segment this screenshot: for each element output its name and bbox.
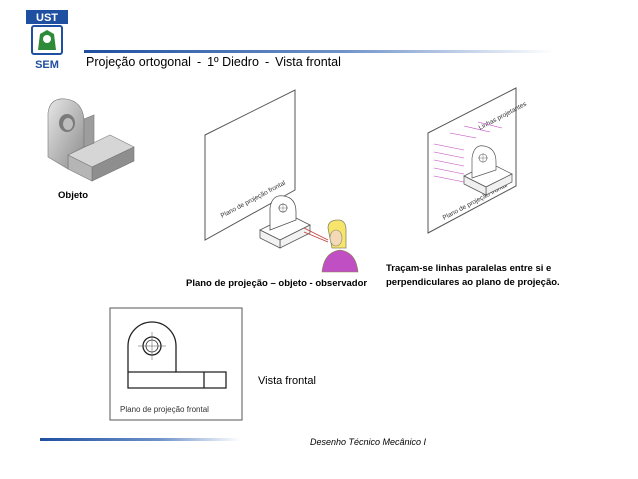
plane-object-observer-figure: Plano de projeção frontal	[204, 89, 359, 273]
observer-icon	[321, 219, 359, 273]
isometric-object-figure	[47, 98, 135, 182]
header-rule	[84, 50, 554, 53]
title-part-3: Vista frontal	[275, 55, 341, 69]
footer-text: Desenho Técnico Mecânico I	[310, 437, 427, 447]
title-separator: -	[264, 55, 270, 69]
title-part-2: 1º Diedro	[207, 55, 259, 69]
caption-tracam: Traçam-se linhas paralelas entre si e pe…	[386, 262, 560, 290]
frontal-view-figure: Plano de projeção frontal	[109, 307, 243, 421]
page-title: Projeção ortogonal-1º Diedro-Vista front…	[86, 55, 341, 69]
caption-vista-frontal: Vista frontal	[258, 375, 316, 387]
caption-objeto: Objeto	[58, 190, 89, 201]
projection-lines-figure: Plano de projeção frontal Linhas projeta…	[427, 87, 529, 234]
caption-plano-objeto-observador: Plano de projeção – objeto - observador	[186, 278, 368, 289]
caption-tracam-line-2: perpendiculares ao plano de projeção.	[386, 277, 560, 288]
title-part-1: Projeção ortogonal	[86, 55, 191, 69]
logo-bottom-text: SEM	[35, 59, 59, 70]
logo-top-text: UST	[36, 12, 58, 24]
title-separator: -	[196, 55, 202, 69]
footer-rule	[40, 438, 240, 441]
caption-tracam-line-1: Traçam-se linhas paralelas entre si e	[386, 263, 552, 274]
institution-logo: UST SEM	[26, 10, 68, 70]
frontal-view-plane-label: Plano de projeção frontal	[120, 405, 209, 414]
